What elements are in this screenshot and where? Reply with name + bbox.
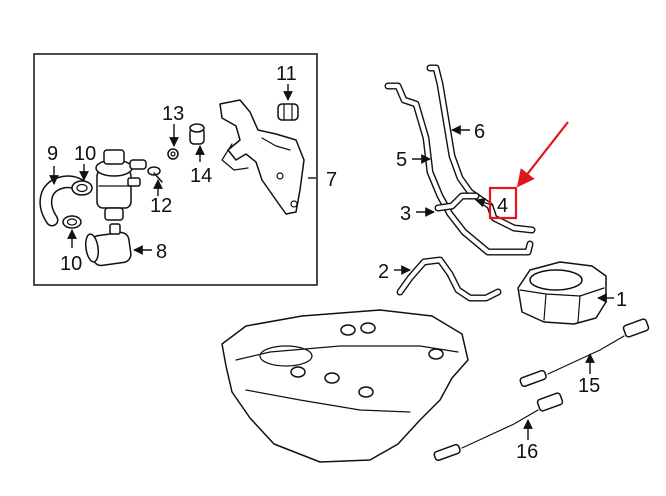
callout-1: 1	[616, 289, 627, 311]
canister-part-1[interactable]	[517, 261, 607, 325]
callout-8: 8	[156, 241, 167, 263]
fuel-tank[interactable]	[221, 309, 469, 463]
callout-4: 4	[497, 195, 508, 217]
purge-valve-assembly[interactable]	[95, 149, 147, 221]
washer-part-13[interactable]	[167, 148, 179, 160]
callout-7: 7	[326, 169, 337, 191]
canister-part-8[interactable]	[84, 223, 132, 267]
clamp-part-10-upper[interactable]	[71, 180, 93, 196]
callout-13: 13	[162, 103, 184, 125]
callout-6: 6	[474, 121, 485, 143]
sensor-part-16[interactable]	[433, 392, 564, 462]
callout-5: 5	[396, 149, 407, 171]
callout-3: 3	[400, 203, 411, 225]
clamp-part-10-lower[interactable]	[62, 215, 82, 229]
callout-2: 2	[378, 261, 389, 283]
callout-9: 9	[47, 143, 58, 165]
callout-16: 16	[516, 441, 538, 463]
callout-12: 12	[150, 195, 172, 217]
callout-11: 11	[276, 63, 297, 85]
callout-14: 14	[190, 165, 212, 187]
callout-15: 15	[578, 375, 600, 397]
highlight-arrow	[516, 121, 569, 188]
hose-part-2[interactable]	[396, 256, 502, 302]
callout-10-upper: 10	[74, 143, 96, 165]
bracket-part-7[interactable]	[219, 99, 305, 215]
highlight-box	[488, 186, 518, 220]
vent-hoses[interactable]	[384, 64, 536, 256]
bushing-part-14[interactable]	[189, 123, 205, 145]
callout-10-lower: 10	[60, 253, 82, 275]
bolt-part-12[interactable]	[147, 166, 163, 183]
inset-box	[33, 53, 318, 286]
mount-part-11[interactable]	[277, 103, 299, 121]
